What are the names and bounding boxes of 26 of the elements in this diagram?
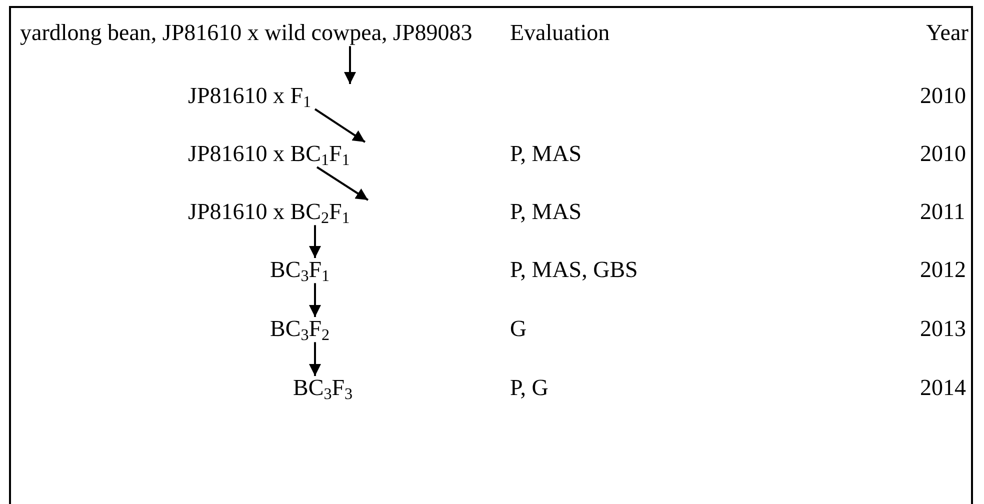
arrow [316,166,369,201]
evaluation-text: G [510,317,527,342]
evaluation-text: P, G [510,376,548,400]
evaluation-text: P, MAS [510,200,582,224]
arrow [309,342,321,376]
arrow [344,46,356,84]
generation-text: BC$_{3}$F$_{2}$ [270,317,330,342]
generation-text: JP81610 x BC$_{1}$F$_{1}$ [188,142,350,166]
generation-text: JP81610 x F$_{1}$ [188,84,312,108]
arrow [314,108,366,143]
year-text: 2014 [920,376,966,400]
arrow [309,283,321,317]
year-text: 2012 [920,258,966,282]
generation-text: JP81610 x BC$_{2}$F$_{1}$ [188,200,350,224]
year-text: 2010 [920,84,966,108]
year-text: 2010 [920,142,966,166]
column-header: Year [926,21,968,46]
generation-text: BC$_{3}$F$_{3}$ [293,376,353,400]
year-text: 2011 [920,200,966,224]
generation-text: BC$_{3}$F$_{1}$ [270,258,330,282]
column-header: Evaluation [510,21,610,46]
evaluation-text: P, MAS, GBS [510,258,638,282]
cross-text: yardlong bean, JP81610 x wild cowpea, JP89083 [20,21,472,46]
arrow [309,225,321,258]
year-text: 2013 [920,317,966,342]
evaluation-text: P, MAS [510,142,582,166]
